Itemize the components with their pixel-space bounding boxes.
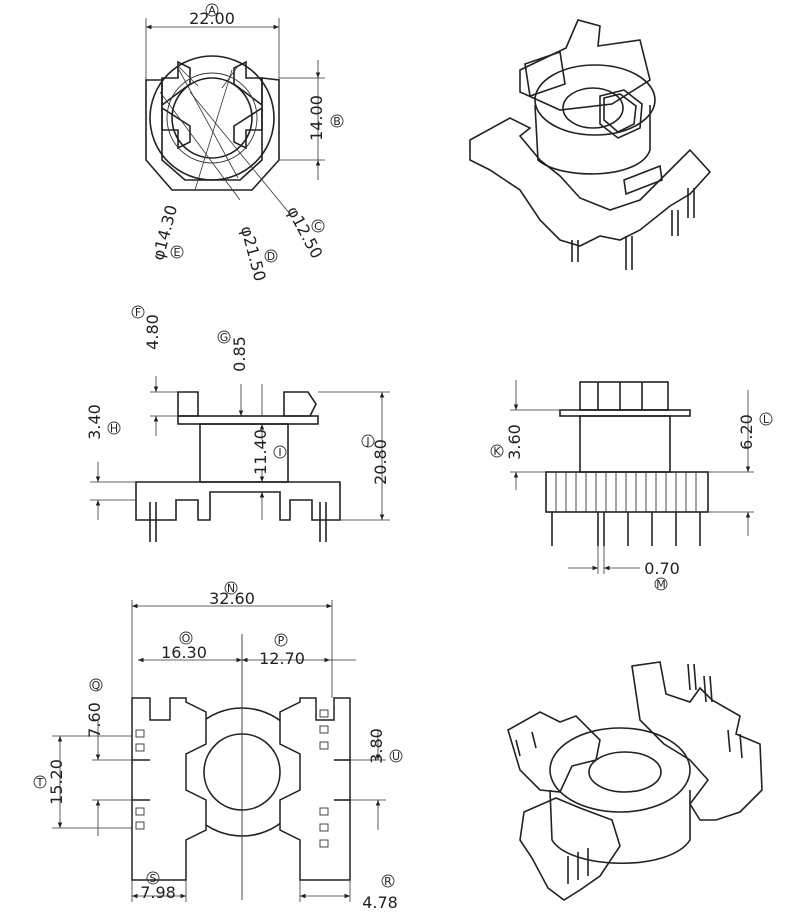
letter-s: S (150, 872, 157, 885)
letter-g: G (220, 331, 229, 344)
dim-a-value: 22.00 (189, 9, 235, 28)
dim-q-value: 7.60 (85, 702, 104, 738)
letter-o: O (182, 632, 191, 645)
dim-u-value: 3.80 (367, 728, 386, 764)
iso-view-top (469, 19, 712, 270)
dim-b-value: 14.00 (307, 95, 326, 141)
letter-m: M (656, 578, 666, 591)
letter-i: I (278, 446, 281, 459)
letter-r: R (384, 875, 392, 888)
letter-t: T (36, 776, 44, 789)
dim-p-value: 12.70 (259, 649, 305, 668)
dim-l-value: 6.20 (737, 414, 756, 450)
letter-d: D (267, 250, 275, 263)
dim-s-value: 7.98 (140, 883, 176, 902)
letter-c: C (314, 220, 322, 233)
dim-f-value: 4.80 (143, 314, 162, 350)
letter-p: P (278, 634, 285, 647)
letter-q: Q (92, 679, 101, 692)
letter-b: B (333, 115, 341, 128)
letter-u: U (392, 750, 400, 763)
dim-j-value: 20.80 (371, 439, 390, 485)
dim-k-value: 3.60 (505, 424, 524, 460)
letter-f: F (135, 306, 141, 319)
letter-e: E (174, 246, 181, 259)
dim-g-value: 0.85 (230, 336, 249, 372)
front-view: F 4.80 G 0.85 H 3.40 I 11.40 J 20.80 (85, 305, 390, 542)
iso-view-bottom (507, 661, 763, 901)
letter-l: L (763, 413, 770, 426)
dim-h-value: 3.40 (85, 404, 104, 440)
dim-i-value: 11.40 (251, 429, 270, 475)
letter-h: H (110, 422, 118, 435)
dim-t-value: 15.20 (47, 759, 66, 805)
dim-o-value: 16.30 (161, 643, 207, 662)
side-view: K 3.60 L 6.20 0.70 M (490, 380, 773, 591)
letter-a: A (208, 4, 216, 17)
top-view: A 22.00 B 14.00 φ12.50 C φ21.50 D φ14.30… (145, 3, 344, 283)
letter-j: J (365, 435, 369, 448)
dim-m-value: 0.70 (644, 559, 680, 578)
dim-r-value: 4.78 (362, 893, 398, 912)
letter-k: K (493, 445, 501, 458)
letter-n: N (227, 582, 235, 595)
bottom-view: N 32.60 O 16.30 P 12.70 Q 7.60 T 15.20 U… (33, 581, 403, 912)
dim-n-value: 32.60 (209, 589, 255, 608)
dim-d-value: φ21.50 (237, 224, 270, 283)
